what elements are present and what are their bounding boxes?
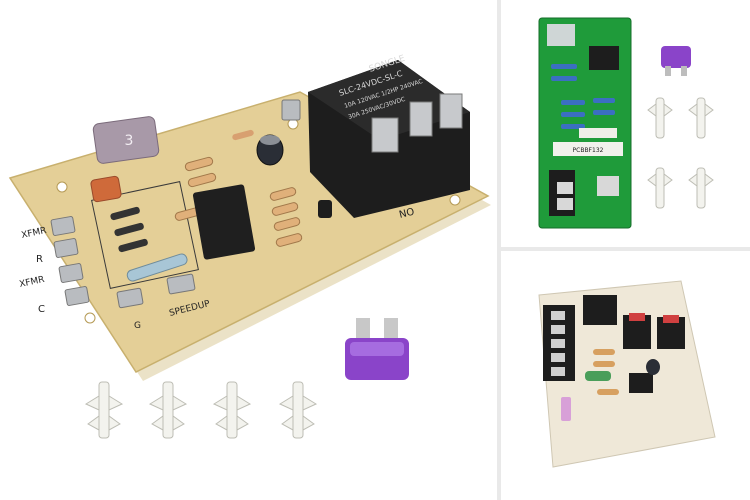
label-no: NO [398,206,416,220]
spare-fuse [345,318,409,380]
white-board-illustration [538,280,716,468]
main-product-photo: XFMR R XFMR C G SPEEDUP NO [8,53,491,439]
relay: SONGLE SLC-24VDC-SL-C 10A 120VAC 1/2HP 2… [308,54,470,218]
horizontal-divider [501,247,750,251]
ic-chip [192,184,256,260]
label-r: R [36,254,43,265]
vertical-divider [497,0,501,500]
white-board-photo [501,251,750,500]
board-fuse-label: 3 [125,133,134,149]
label-xfmr-bottom: XFMR [19,275,46,290]
green-board-kit-photo: PCBBF132 [501,0,750,247]
plastic-standoffs [84,381,318,439]
label-c: C [38,304,45,315]
green-board-illustration: PCBBF132 [538,17,714,229]
label-xfmr-top: XFMR [21,226,48,241]
green-board-label: PCBBF132 [573,147,604,154]
orange-capacitor [90,175,122,203]
label-g: G [134,321,141,331]
small-purple-fuse [661,46,691,68]
main-board-illustration: XFMR R XFMR C G SPEEDUP NO [8,54,491,439]
board-fuse [92,116,160,164]
